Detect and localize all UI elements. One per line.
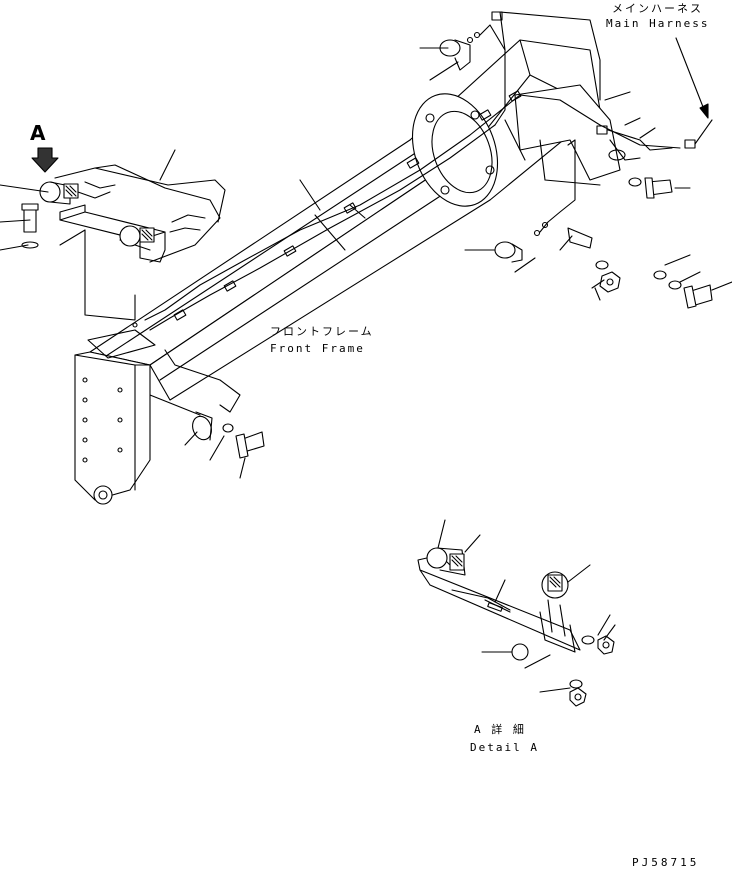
detail-a-label-en: Detail A <box>470 741 539 754</box>
front-frame-label-en: Front Frame <box>270 342 365 355</box>
drawing-code: PJ58715 <box>632 856 699 869</box>
main-harness-label-jp: メインハーネス <box>612 2 703 15</box>
front-frame-label-jp: フロントフレーム <box>270 325 374 338</box>
lamp-mount-parts <box>149 394 265 479</box>
leader-lines-frame <box>299 119 526 251</box>
main-harness-label-en: Main Harness <box>606 17 709 30</box>
front-frame <box>74 39 621 505</box>
leader-lines-view-a <box>0 149 176 251</box>
wiring-harness <box>144 11 713 413</box>
horn-assembly-view-a <box>21 147 226 321</box>
view-a-marker: A <box>30 121 46 145</box>
right-side-parts <box>419 37 732 309</box>
detail-a-label-jp: A 詳 細 <box>474 722 526 736</box>
detail-a-view <box>417 519 616 707</box>
